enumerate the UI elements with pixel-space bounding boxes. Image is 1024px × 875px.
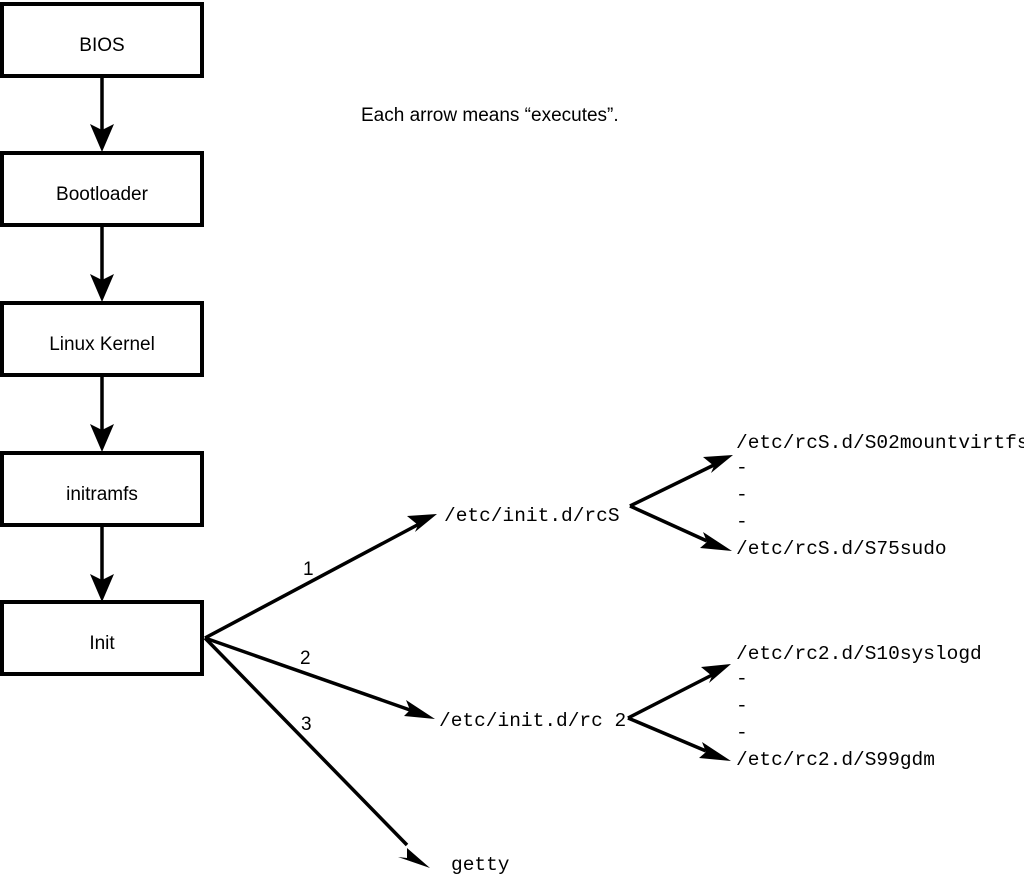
node-bootloader-label: Bootloader <box>56 184 149 205</box>
init-branch-2-number: 2 <box>300 648 311 669</box>
init-branch-2-arrow <box>204 636 435 719</box>
arrowhead-icon <box>699 742 731 761</box>
arrowhead-icon <box>90 274 114 302</box>
rc2-arrow-to-first <box>627 664 731 720</box>
arrow-bootloader-to-kernel <box>90 225 114 302</box>
node-linux-kernel-label: Linux Kernel <box>49 334 155 355</box>
arrowhead-icon <box>404 700 435 719</box>
label-rc2-last-script: /etc/rc2.d/S99gdm <box>736 749 935 771</box>
init-branch-3-arrow <box>203 636 430 868</box>
label-rcs-first-script: /etc/rcS.d/S02mountvirtfs <box>736 432 1024 454</box>
node-initramfs[interactable]: initramfs <box>0 451 204 527</box>
node-init[interactable]: Init <box>0 600 204 676</box>
rcs-arrow-to-first <box>629 455 733 508</box>
arrowhead-icon <box>700 532 732 551</box>
label-rcs-last-script: /etc/rcS.d/S75sudo <box>736 538 947 560</box>
arrowhead-icon <box>90 124 114 152</box>
rc2-ellipsis-dash-3: - <box>736 722 748 744</box>
rc2-arrow-to-last <box>627 716 731 761</box>
node-linux-kernel[interactable]: Linux Kernel <box>0 301 204 377</box>
rcs-fanout-arrows <box>629 455 733 551</box>
rc2-ellipsis: - - - <box>736 668 748 744</box>
init-branch-1-number: 1 <box>303 559 314 580</box>
node-linux-kernel-box[interactable] <box>0 301 204 377</box>
node-bootloader[interactable]: Bootloader <box>0 151 204 227</box>
rc2-ellipsis-dash-1: - <box>736 668 748 690</box>
arrowhead-icon <box>90 574 114 602</box>
arrow-bios-to-bootloader <box>90 76 114 152</box>
arrowhead-icon <box>90 424 114 452</box>
arrowhead-icon <box>398 848 430 868</box>
arrowhead-icon <box>701 664 731 683</box>
node-initramfs-label: initramfs <box>66 484 138 505</box>
label-etc-initd-rcs: /etc/init.d/rcS <box>444 505 620 527</box>
rc2-fanout-arrows <box>627 664 731 761</box>
boot-chain-group: BIOS Bootloader Linux Kernel initramfs I… <box>0 2 204 676</box>
rcs-ellipsis-dash-2: - <box>736 484 748 506</box>
node-init-label: Init <box>89 633 115 654</box>
rc2-ellipsis-dash-2: - <box>736 695 748 717</box>
rcs-ellipsis-dash-3: - <box>736 511 748 533</box>
rcs-ellipsis: - - - <box>736 457 748 533</box>
rcs-ellipsis-dash-1: - <box>736 457 748 479</box>
init-branch-arrows: 1 2 3 <box>203 514 437 868</box>
arrowhead-icon <box>703 455 733 473</box>
node-bios[interactable]: BIOS <box>0 2 204 78</box>
rcs-arrow-to-last <box>629 504 732 551</box>
init-branch-1-arrow <box>204 514 437 640</box>
arrow-kernel-to-initramfs <box>90 375 114 452</box>
caption-text: Each arrow means “executes”. <box>361 105 619 126</box>
arrow-initramfs-to-init <box>90 525 114 602</box>
node-init-box[interactable] <box>0 600 204 676</box>
arrowhead-icon <box>407 514 437 532</box>
node-bios-box[interactable] <box>0 2 204 78</box>
label-getty: getty <box>451 854 510 875</box>
label-etc-initd-rc2: /etc/init.d/rc 2 <box>439 710 626 732</box>
boot-chain-arrows <box>90 76 114 602</box>
node-bios-label: BIOS <box>79 35 124 56</box>
label-rc2-first-script: /etc/rc2.d/S10syslogd <box>736 643 982 665</box>
node-initramfs-box[interactable] <box>0 451 204 527</box>
init-branch-3-number: 3 <box>301 714 312 735</box>
